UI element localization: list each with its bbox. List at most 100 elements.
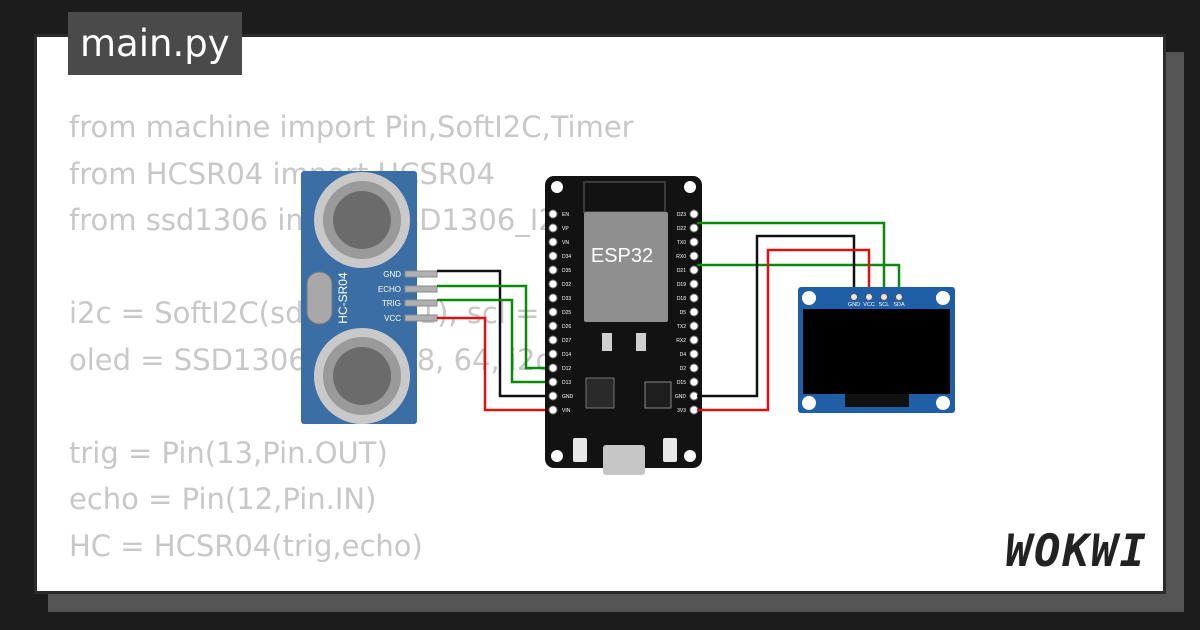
smd-component bbox=[636, 333, 646, 351]
header-pin-label: RX0 bbox=[676, 254, 686, 260]
wires-display[interactable] bbox=[697, 221, 901, 412]
sensor-transducer-top bbox=[314, 172, 410, 268]
header-pin[interactable] bbox=[548, 223, 558, 233]
header-pin[interactable] bbox=[548, 321, 558, 331]
header-pin[interactable] bbox=[548, 209, 558, 219]
header-pin-label: D19 bbox=[677, 282, 686, 288]
header-pin-label: VIN bbox=[562, 408, 571, 414]
header-pin[interactable] bbox=[689, 251, 699, 261]
sensor-crystal bbox=[306, 271, 333, 325]
header-pin[interactable] bbox=[548, 363, 558, 373]
esp32-chip-label: ESP32 bbox=[591, 245, 653, 267]
header-pin[interactable] bbox=[689, 391, 699, 401]
header-pin-label: D25 bbox=[562, 310, 571, 316]
oled-pin-label: SDA bbox=[893, 302, 905, 308]
header-pin[interactable] bbox=[548, 349, 558, 359]
mount-hole bbox=[802, 291, 816, 305]
header-pin-label: GND bbox=[675, 394, 687, 400]
esp32-chip bbox=[584, 212, 668, 322]
header-pin[interactable] bbox=[689, 335, 699, 345]
mount-hole bbox=[551, 450, 563, 462]
header-pin[interactable] bbox=[548, 265, 558, 275]
mount-hole bbox=[684, 181, 696, 193]
header-pin-label: D14 bbox=[562, 352, 571, 358]
mount-hole bbox=[551, 181, 563, 193]
esp32-right-header[interactable]: D23D22TX0RX0D21D19D18D5TX2RX2D4D2D15GND3… bbox=[675, 209, 699, 415]
header-pin-label: D33 bbox=[562, 296, 571, 302]
ultrasonic-sensor[interactable]: HC-SR04 GND ECHO TRIG VCC bbox=[301, 171, 438, 424]
header-pin-label: 3V3 bbox=[677, 408, 686, 414]
header-pin[interactable] bbox=[548, 405, 558, 415]
header-pin-label: D32 bbox=[562, 282, 571, 288]
header-pin-label: D15 bbox=[677, 380, 686, 386]
file-tab[interactable]: main.py bbox=[68, 12, 242, 75]
oled-header-pins[interactable] bbox=[850, 293, 903, 301]
header-pin[interactable] bbox=[689, 363, 699, 373]
oled-pin-label: VCC bbox=[863, 302, 875, 308]
header-pin[interactable] bbox=[689, 349, 699, 359]
header-pin-label: D26 bbox=[562, 324, 571, 330]
oled-display[interactable]: GND VCC SCL SDA bbox=[798, 287, 955, 413]
header-pin[interactable] bbox=[689, 321, 699, 331]
wires-sensor[interactable] bbox=[437, 269, 549, 412]
header-pin-label: D13 bbox=[562, 380, 571, 386]
header-pin-label: VN bbox=[562, 240, 569, 246]
header-pin-label: VP bbox=[562, 226, 569, 232]
header-pin[interactable] bbox=[689, 405, 699, 415]
header-pin[interactable] bbox=[689, 265, 699, 275]
header-pin[interactable] bbox=[548, 251, 558, 261]
header-pin-label: TX2 bbox=[677, 324, 686, 330]
reset-button[interactable] bbox=[573, 438, 587, 462]
sensor-pin-label: VCC bbox=[384, 314, 401, 323]
header-pin-label: D12 bbox=[562, 366, 571, 372]
header-pin-label: D34 bbox=[562, 254, 571, 260]
header-pin-label: TX0 bbox=[677, 240, 686, 246]
usb-port bbox=[603, 445, 645, 475]
mount-hole bbox=[684, 450, 696, 462]
mount-hole bbox=[936, 396, 950, 410]
header-pin-label: D35 bbox=[562, 268, 571, 274]
header-pin-label: GND bbox=[562, 394, 574, 400]
boot-button[interactable] bbox=[663, 438, 677, 462]
sensor-pin-label: TRIG bbox=[382, 299, 401, 308]
header-pin[interactable] bbox=[689, 223, 699, 233]
header-pin[interactable] bbox=[548, 237, 558, 247]
header-pin[interactable] bbox=[548, 391, 558, 401]
usb-uart-chip bbox=[644, 381, 672, 409]
header-pin[interactable] bbox=[689, 377, 699, 387]
header-pin-label: D18 bbox=[677, 296, 686, 302]
oled-ribbon bbox=[845, 394, 909, 407]
smd-component bbox=[602, 333, 612, 351]
esp32-board[interactable]: ESP32 ENVPVND34D35D32D33D25D26D27D14D12D… bbox=[545, 176, 702, 475]
voltage-regulator bbox=[585, 377, 615, 409]
header-pin[interactable] bbox=[689, 237, 699, 247]
header-pin[interactable] bbox=[548, 335, 558, 345]
wokwi-logo[interactable]: WOKWI bbox=[1005, 526, 1148, 577]
header-pin[interactable] bbox=[548, 307, 558, 317]
header-pin[interactable] bbox=[548, 377, 558, 387]
sensor-model-label: HC-SR04 bbox=[336, 272, 350, 324]
code-line: trig = Pin(13,Pin.OUT) bbox=[69, 435, 388, 470]
header-pin-label: D21 bbox=[677, 268, 686, 274]
header-pin-label: D22 bbox=[677, 226, 686, 232]
code-line: HC = HCSR04(trig,echo) bbox=[69, 528, 423, 563]
header-pin-label: D27 bbox=[562, 338, 571, 344]
header-pin[interactable] bbox=[689, 209, 699, 219]
header-pin[interactable] bbox=[548, 293, 558, 303]
sensor-transducer-bottom bbox=[314, 328, 410, 424]
sensor-pin-label: ECHO bbox=[378, 285, 401, 294]
oled-pin-label: GND bbox=[848, 302, 860, 308]
sensor-pin-label: GND bbox=[383, 270, 401, 279]
header-pin[interactable] bbox=[689, 279, 699, 289]
mount-hole bbox=[802, 396, 816, 410]
header-pin[interactable] bbox=[689, 307, 699, 317]
mount-hole bbox=[936, 291, 950, 305]
sensor-header-pins[interactable] bbox=[404, 270, 438, 322]
header-pin-label: D23 bbox=[677, 212, 686, 218]
header-pin-label: D4 bbox=[680, 352, 687, 358]
header-pin[interactable] bbox=[548, 279, 558, 289]
header-pin[interactable] bbox=[689, 293, 699, 303]
esp32-left-header[interactable]: ENVPVND34D35D32D33D25D26D27D14D12D13GNDV… bbox=[548, 209, 574, 415]
header-pin-label: RX2 bbox=[676, 338, 686, 344]
